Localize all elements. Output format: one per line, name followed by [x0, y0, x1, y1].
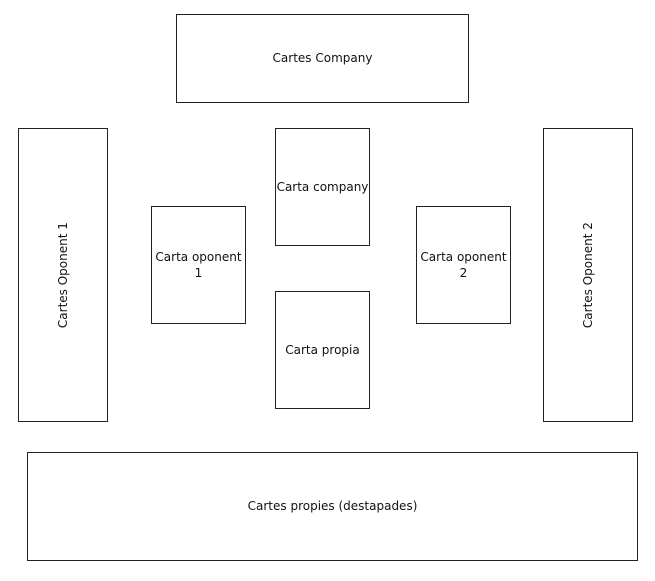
carta-company-label: Carta company: [276, 179, 369, 194]
cartes-propies-box: Cartes propies (destapades): [27, 452, 638, 561]
carta-oponent-1-box: Carta oponent 1: [151, 206, 246, 324]
cartes-company-label: Cartes Company: [272, 51, 373, 66]
carta-oponent-2-box: Carta oponent 2: [416, 206, 511, 324]
cartes-oponent-1-label: Cartes Oponent 1: [55, 222, 70, 328]
cartes-oponent-2-label: Cartes Oponent 2: [580, 222, 595, 328]
carta-oponent-2-label: Carta oponent 2: [420, 249, 507, 280]
cartes-propies-label: Cartes propies (destapades): [247, 499, 418, 514]
carta-propia-box: Carta propia: [275, 291, 370, 409]
carta-company-box: Carta company: [275, 128, 370, 246]
cartes-company-box: Cartes Company: [176, 14, 469, 103]
carta-oponent-1-label: Carta oponent 1: [155, 249, 242, 280]
carta-propia-label: Carta propia: [285, 342, 360, 357]
cartes-oponent-2-box: Cartes Oponent 2: [543, 128, 633, 422]
cartes-oponent-1-box: Cartes Oponent 1: [18, 128, 108, 422]
